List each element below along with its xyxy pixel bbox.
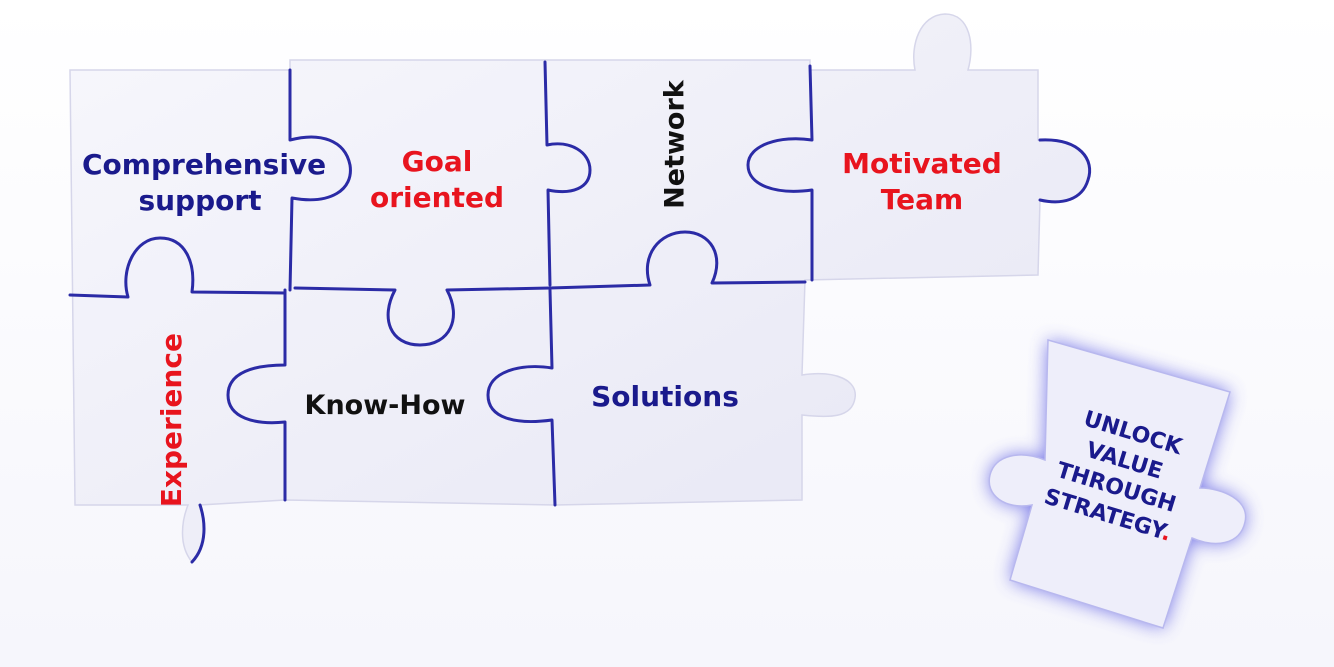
seam-horizontal-top xyxy=(68,236,287,299)
label-text: Experience xyxy=(154,333,188,508)
seam-bottom-tab xyxy=(190,503,206,564)
seam-vertical-3 xyxy=(746,64,814,282)
label-text: Network xyxy=(659,80,691,209)
label-network: Network xyxy=(657,80,692,210)
label-motivated-team: Motivated Team xyxy=(832,146,1012,219)
loose-piece-body xyxy=(988,339,1247,629)
label-line: Motivated xyxy=(842,147,1002,180)
label-line: oriented xyxy=(370,181,504,215)
label-experience: Experience xyxy=(154,333,190,507)
label-text: Know-How xyxy=(304,390,466,421)
label-line: Team xyxy=(880,183,964,217)
label-know-how: Know-How xyxy=(300,388,470,423)
assembled-puzzle xyxy=(68,13,1092,564)
seam-vertical-1 xyxy=(288,68,352,292)
seam-horizontal-mid xyxy=(293,230,807,347)
label-comprehensive-support: Comprehensive support xyxy=(82,147,327,220)
label-solutions: Solutions xyxy=(585,379,745,415)
label-line: Goal xyxy=(401,145,473,178)
label-line: Comprehensive xyxy=(82,148,327,181)
label-goal-oriented: Goal oriented xyxy=(362,144,512,217)
seam-vertical-5 xyxy=(486,288,557,507)
seam-right-tab xyxy=(1038,138,1092,204)
seam-vertical-2 xyxy=(543,60,592,287)
loose-puzzle-piece xyxy=(988,339,1247,629)
label-line: support xyxy=(138,184,262,218)
label-text: Solutions xyxy=(591,380,739,413)
seam-vertical-4 xyxy=(226,288,287,502)
